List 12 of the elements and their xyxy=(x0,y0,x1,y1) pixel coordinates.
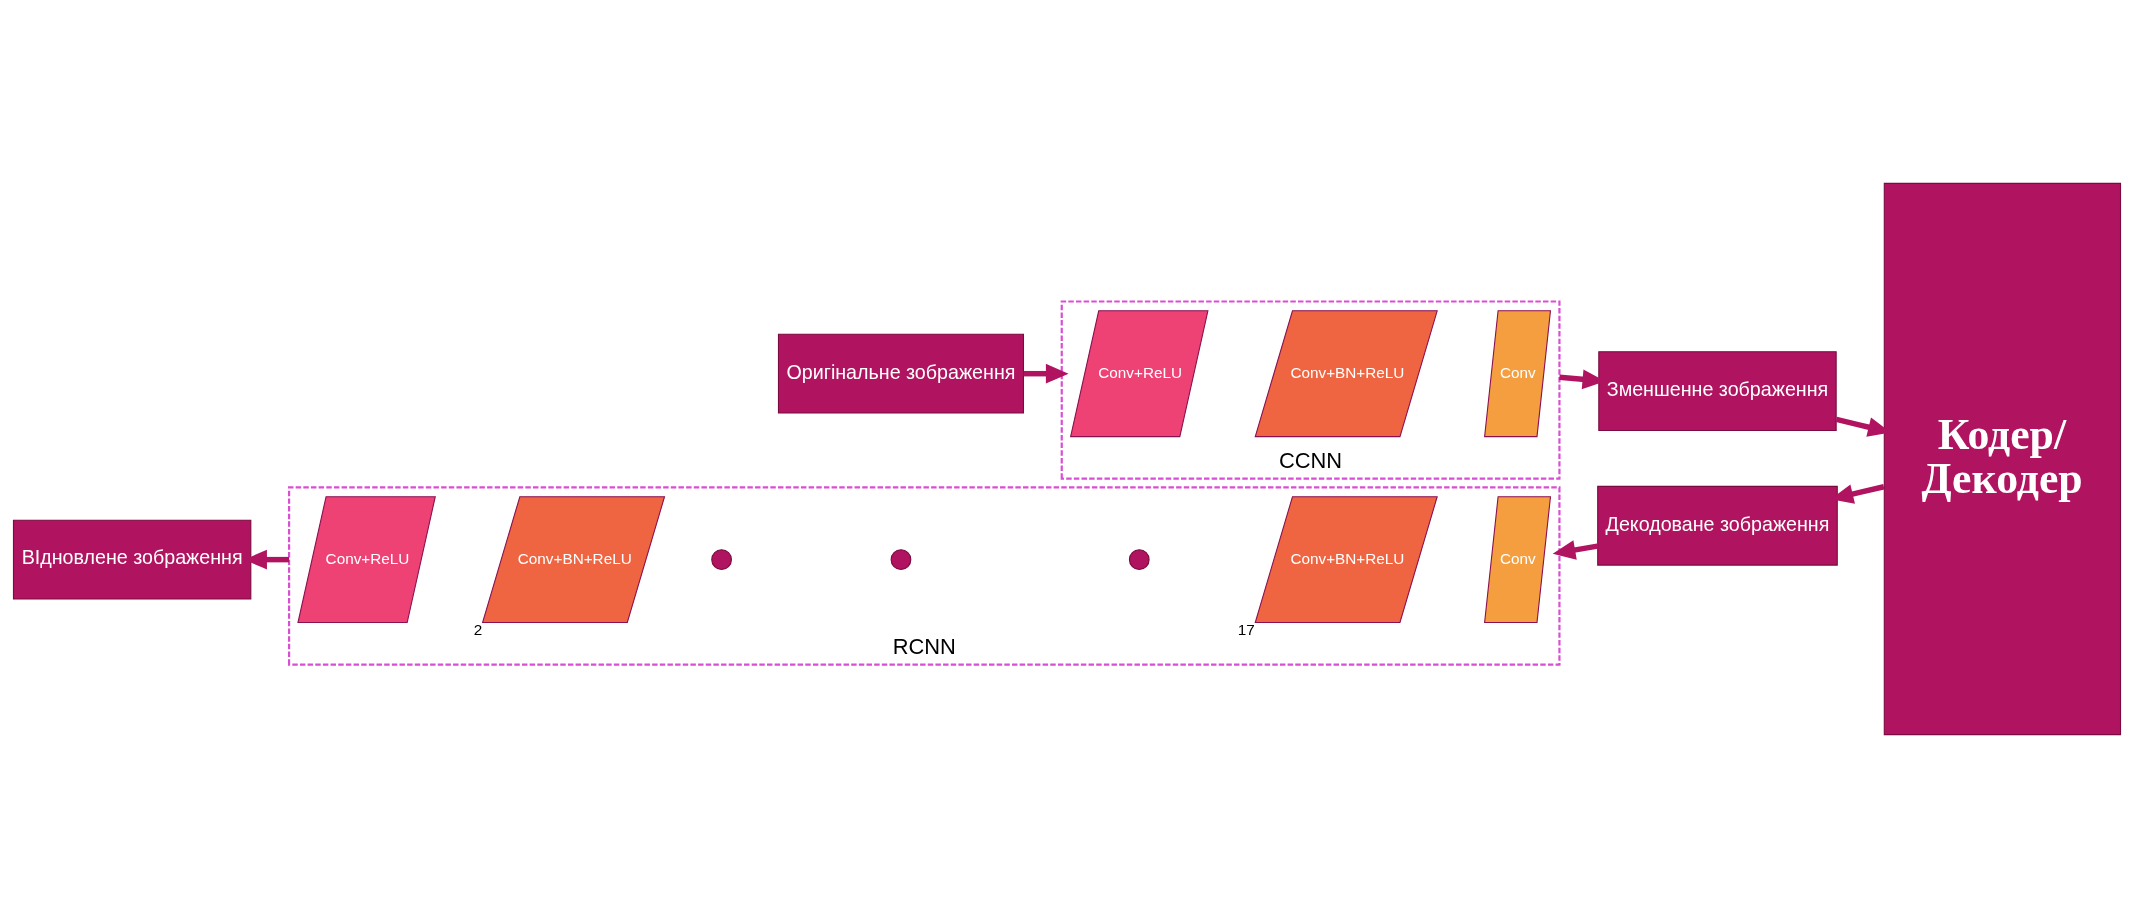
node-box: Декодоване зображення xyxy=(1597,485,1838,566)
node-label: 2 xyxy=(473,620,483,638)
node-box: Оригінальне зображення xyxy=(777,333,1024,414)
node-circle xyxy=(890,549,912,570)
node-box: Кодер/ Декодер xyxy=(1883,182,2122,736)
node-circle xyxy=(1128,549,1150,570)
arrow xyxy=(1552,540,1598,560)
node-box: ВІдновлене зображення xyxy=(12,519,252,600)
node-label: 17 xyxy=(1237,620,1255,638)
arrow xyxy=(1023,363,1069,384)
node-box: Зменшенне зображення xyxy=(1598,351,1837,432)
node-circle xyxy=(711,549,732,570)
